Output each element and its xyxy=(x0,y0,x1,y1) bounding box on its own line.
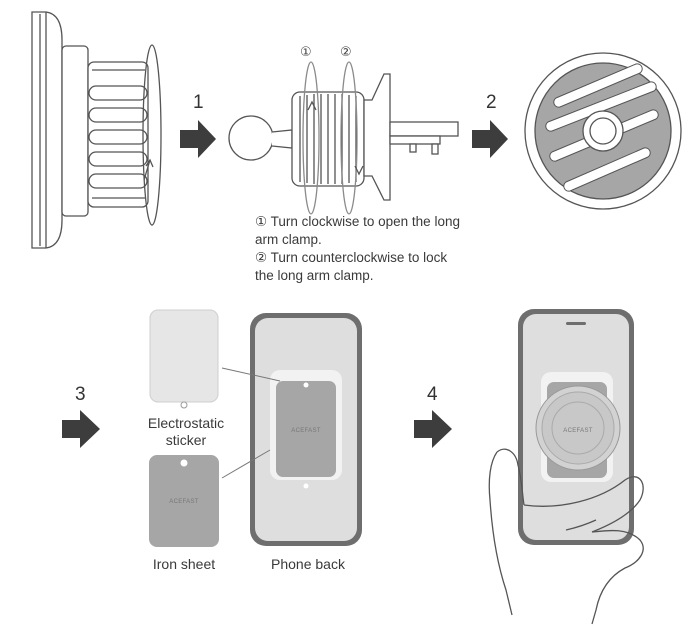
instruction-text: ① Turn clockwise to open the long arm cl… xyxy=(255,214,460,283)
arrow-step-1 xyxy=(180,120,216,158)
step-1-number: 1 xyxy=(193,92,204,113)
instruction-line-1: ① Turn clockwise to open the long xyxy=(255,214,460,229)
electrostatic-label-line-2: sticker xyxy=(166,432,207,448)
iron-sheet-label: Iron sheet xyxy=(153,556,215,572)
instruction-line-2: arm clamp. xyxy=(255,232,322,247)
phone-on-mount: ACEFAST xyxy=(518,309,634,545)
marker-1: ① xyxy=(300,44,312,59)
vent-clip-assembly xyxy=(228,61,459,215)
arrow-step-2 xyxy=(472,120,508,158)
step-4-number: 4 xyxy=(427,384,438,405)
mount-brand: ACEFAST xyxy=(563,428,592,434)
pointer-lines xyxy=(221,367,281,479)
instruction-line-4: the long arm clamp. xyxy=(255,268,374,283)
iron-sheet: ACEFAST xyxy=(149,455,219,547)
phone-back-label: Phone back xyxy=(271,556,346,572)
electrostatic-label-line-1: Electrostatic xyxy=(148,415,224,431)
magnetic-mount-side-view xyxy=(31,11,162,249)
marker-2: ② xyxy=(340,44,352,59)
phone-back-brand: ACEFAST xyxy=(291,428,320,434)
mount-face-front-view xyxy=(524,52,682,210)
instruction-line-3: ② Turn counterclockwise to lock xyxy=(255,250,447,265)
step-2-number: 2 xyxy=(486,92,497,113)
step-3-number: 3 xyxy=(75,384,86,405)
phone-back: ACEFAST xyxy=(250,313,362,546)
arrow-step-4 xyxy=(414,410,452,448)
electrostatic-sticker xyxy=(149,309,219,409)
hand-outline xyxy=(488,448,644,625)
iron-sheet-brand: ACEFAST xyxy=(169,499,198,505)
arrow-step-3 xyxy=(62,410,100,448)
